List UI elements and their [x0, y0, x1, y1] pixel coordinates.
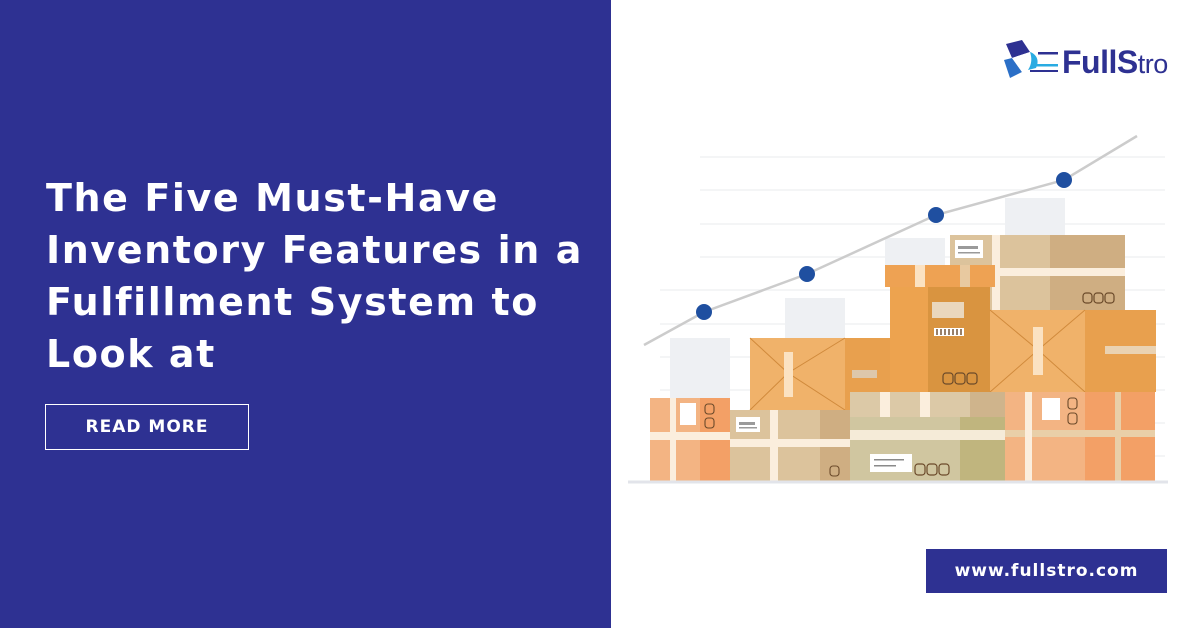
headline-line-2: Inventory Features in a [46, 228, 583, 272]
headline-line-4: Look at [46, 332, 216, 376]
brand-name: FullStro [1062, 44, 1168, 80]
read-more-button[interactable]: READ MORE [45, 404, 249, 450]
hero-panel: The Five Must-Have Inventory Features in… [0, 0, 611, 628]
brand-logo[interactable]: FullStro [1000, 38, 1168, 86]
website-url-badge[interactable]: www.fullstro.com [926, 549, 1167, 593]
headline-line-1: The Five Must-Have [46, 176, 499, 220]
inventory-growth-illustration [628, 134, 1168, 484]
headline: The Five Must-Have Inventory Features in… [46, 172, 606, 380]
headline-line-3: Fulfillment System to [46, 280, 539, 324]
cube-arrow-icon [1004, 40, 1058, 78]
